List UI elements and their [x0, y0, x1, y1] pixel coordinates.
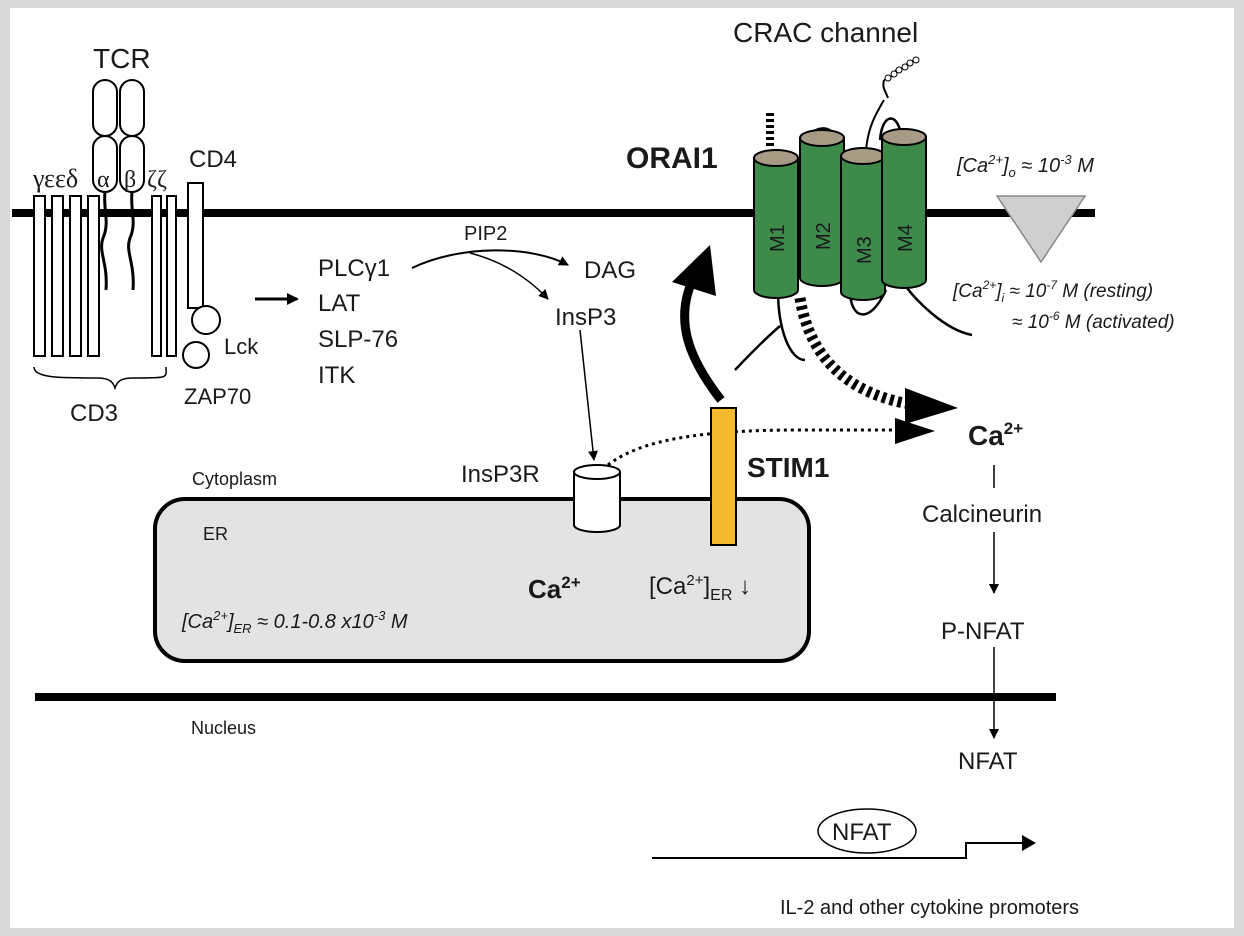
orai1-channel [753, 56, 973, 362]
itk-label: ITK [318, 362, 355, 389]
cd4-label: CD4 [189, 146, 237, 173]
cd4-receptor [187, 182, 204, 309]
helix-m3 [840, 155, 886, 301]
tcr-label: TCR [93, 43, 151, 74]
nfat-label: NFAT [958, 748, 1018, 775]
ca-inside-label: [Ca2+]i ≈ 10-7 M (resting) [952, 278, 1153, 305]
insp3r-channel [573, 464, 621, 533]
promoters-label: IL-2 and other cytokine promoters [780, 897, 1079, 919]
cd3-chain-labels: γεεδ [32, 164, 78, 193]
calcineurin-label: Calcineurin [922, 501, 1042, 528]
pip2-to-insp3-arrow [469, 252, 549, 300]
tcr-tails [100, 191, 135, 291]
stim1-activation-arrow [680, 272, 725, 403]
ca-outside-label: [Ca2+]o ≈ 10-3 M [956, 152, 1094, 180]
er-label: ER [203, 524, 228, 544]
ca-activated-label: ≈ 10-6 M (activated) [1012, 309, 1175, 333]
m2-label: M2 [813, 222, 835, 250]
lck-circle [191, 305, 221, 335]
lck-label: Lck [224, 334, 259, 359]
m3-label: M3 [854, 236, 876, 264]
pip2-to-dag-arrow [411, 249, 569, 269]
orai1-label: ORAI1 [626, 142, 718, 175]
helix-m1 [753, 157, 799, 299]
zap70-label: ZAP70 [184, 384, 251, 409]
pnfat-label: P-NFAT [941, 618, 1025, 645]
stim1-protein [710, 407, 737, 546]
nucleus-label: Nucleus [191, 718, 256, 738]
nfat-promoter-oval [817, 808, 917, 854]
beta-label: β [124, 167, 136, 193]
dag-label: DAG [584, 257, 636, 284]
er-compartment [153, 497, 811, 663]
cd3-brace [33, 366, 167, 391]
m4-label: M4 [895, 224, 917, 252]
helix-m4 [881, 136, 927, 289]
pip2-label: PIP2 [464, 223, 507, 245]
crac-label: CRAC channel [733, 17, 918, 48]
insp3r-label: InsP3R [461, 461, 540, 488]
orai1-ca-influx [794, 297, 916, 411]
stim1-label: STIM1 [747, 452, 829, 483]
cd3-complex [33, 195, 177, 357]
ca-gradient-triangle [995, 195, 1087, 264]
plc-label: PLCγ1 [318, 255, 390, 282]
er-ca-label: Ca2+ [528, 573, 581, 604]
insp3-label: InsP3 [555, 304, 616, 331]
helix-m2 [799, 137, 845, 287]
cytoplasm-label: Cytoplasm [192, 469, 277, 489]
lat-label: LAT [318, 290, 361, 317]
insp3-to-receptor-arrow [579, 329, 599, 461]
alpha-label: α [97, 167, 110, 193]
zap70-circle [182, 341, 210, 369]
promoter-line [652, 842, 1030, 859]
m1-label: M1 [767, 224, 789, 252]
cd3-label: CD3 [70, 400, 118, 427]
er-depletion-label: [Ca2+]ER ↓ [649, 572, 751, 604]
slp76-label: SLP-76 [318, 326, 398, 353]
figure-canvas [10, 8, 1234, 928]
nfat-promoter-label: NFAT [832, 819, 892, 846]
er-concentration-label: [Ca2+]ER ≈ 0.1-0.8 x10-3 M [181, 608, 408, 636]
cytosolic-ca-label: Ca2+ [968, 419, 1023, 451]
zeta-label: ζζ [147, 167, 167, 193]
tcr-alpha-beta [92, 79, 145, 193]
